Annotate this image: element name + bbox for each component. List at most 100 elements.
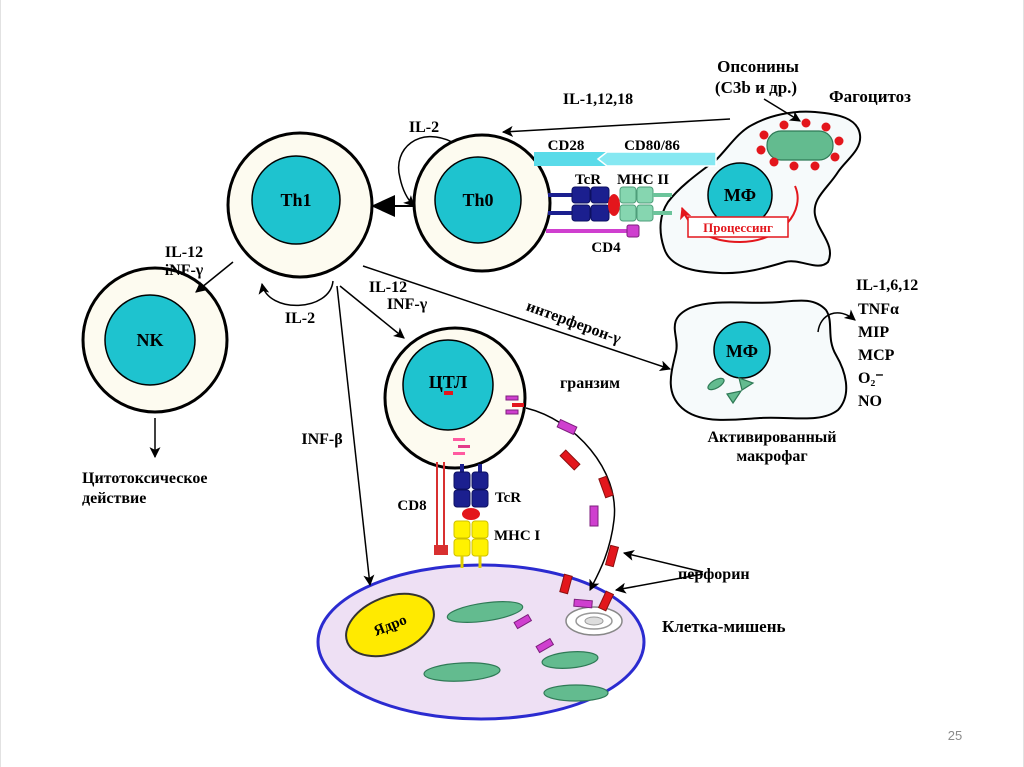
ctl-target-synapse	[434, 462, 489, 568]
arrow-th0-to-th1-head	[371, 195, 395, 217]
ctl-granule	[453, 438, 465, 441]
ctl-granule	[505, 409, 519, 415]
mhc1-block	[471, 520, 489, 539]
tcr-block	[471, 489, 489, 508]
granzyme-molecule	[573, 598, 593, 609]
secreted-product: O₂⁻	[858, 370, 884, 387]
opsonin-dot	[830, 152, 840, 162]
macrophage: МФ Процессинг	[659, 110, 862, 275]
th1-to-nk-il12-label: IL-12	[165, 244, 203, 261]
cd4-block	[626, 224, 640, 238]
activated-macrophage-title-1: Активированный	[708, 429, 837, 446]
opsonins-label: Опсонины	[717, 57, 799, 76]
mhc2-block	[636, 186, 654, 204]
opsonin-dot	[756, 145, 766, 155]
mhc2-block	[619, 204, 637, 222]
perforin-molecule	[604, 544, 620, 568]
loop-il2-th1	[258, 280, 334, 307]
opsonin-dot	[769, 157, 779, 167]
tcr-ctl-label: TcR	[495, 490, 521, 506]
curve-ctl-to-target	[525, 407, 616, 591]
secreted-product: MCP	[858, 347, 895, 364]
cd4-label: CD4	[591, 240, 621, 256]
opsonin-dot	[810, 161, 820, 171]
mhc-ii-label: MHC II	[617, 172, 669, 188]
macrophage-label: МФ	[724, 185, 756, 205]
ctl-granule	[458, 445, 470, 448]
interferon-gamma-label: интерферон-γ	[524, 298, 624, 348]
perforin-molecule	[597, 590, 615, 612]
opsonized-bacterium	[766, 130, 834, 161]
secreted-product: TNFα	[858, 301, 899, 318]
perforin-molecule	[559, 573, 573, 595]
target-cell-label: Клетка-мишень	[662, 617, 786, 636]
inf-beta-label: INF-β	[301, 431, 342, 448]
mhc-i-label: MHC I	[494, 528, 540, 544]
ctl-granule	[512, 403, 524, 407]
organelle	[446, 601, 524, 623]
perforin-pore-ring	[575, 612, 613, 630]
th1-il2-label: IL-2	[285, 310, 315, 327]
mhc2-block	[619, 186, 637, 204]
cd8-block	[434, 545, 448, 555]
mhc2-block	[636, 204, 654, 222]
granzyme-molecule	[513, 613, 533, 630]
opsonin-dot	[789, 161, 799, 171]
secreted-product: NO	[858, 393, 882, 410]
secreted-product: MIP	[858, 324, 889, 341]
tcr-block	[471, 471, 489, 490]
antigen-peptide	[608, 194, 620, 216]
antigen-peptide	[462, 508, 480, 520]
ctl-label: ЦТЛ	[429, 372, 468, 392]
perforin-molecule	[598, 475, 614, 499]
th1-cell-nucleus	[251, 155, 341, 245]
cd28-label: CD28	[548, 138, 585, 154]
tcr-block	[571, 204, 591, 222]
tcr-block	[453, 489, 471, 508]
granzyme-molecule	[556, 418, 578, 436]
arrow-macrophage-to-th0	[501, 118, 731, 137]
tcr-block	[590, 186, 610, 204]
nk-cell: NK	[81, 266, 229, 414]
organelle	[543, 684, 609, 702]
granzyme-label: гранзим	[560, 375, 620, 392]
ctl-granule	[444, 391, 453, 395]
cd80-86-ligand	[596, 151, 717, 167]
arrow-th1-to-target-cell	[336, 285, 375, 587]
arrow-th1-to-ctl	[339, 285, 405, 339]
activated-macrophage-nucleus	[713, 321, 771, 379]
opsonin-dot	[759, 130, 769, 140]
th1-label: Th1	[280, 190, 311, 210]
target-cell: Ядро	[316, 563, 646, 721]
th0-label: Th0	[462, 190, 493, 210]
mhc1-block	[453, 538, 471, 557]
arrow-th1-to-nk	[195, 261, 234, 293]
mhc1-block	[471, 538, 489, 557]
mf-to-th0-cytokines-label: IL-1,12,18	[563, 91, 633, 108]
arrow-th1-to-activated-macrophage	[362, 265, 672, 372]
arrow-activated-macrophage-secretion	[817, 309, 856, 333]
arrow-perforin-label-2	[614, 573, 704, 594]
loop-il2-th0	[397, 136, 453, 207]
ctl-granule	[505, 395, 519, 401]
ctl-cell: ЦТЛ	[383, 326, 527, 470]
opsonin-dot	[801, 118, 811, 128]
nk-cell-nucleus	[104, 294, 196, 386]
granzyme-molecule	[589, 505, 599, 527]
tcr-block	[571, 186, 591, 204]
opsonin-dot	[834, 136, 844, 146]
page-number: 25	[948, 728, 962, 743]
cytotoxic-effect-label-2: действие	[82, 490, 146, 507]
arrow-opsonins-to-bacterium	[763, 98, 801, 122]
cytotoxic-molecules	[513, 418, 620, 654]
activated-macrophage-label: МФ	[726, 341, 758, 361]
th1-to-ctl-inf-label: INF-γ	[387, 296, 428, 313]
tcr-th0-label: TcR	[575, 172, 601, 188]
cytotoxic-effect-label-1: Цитотоксическое	[82, 470, 207, 487]
ctl-cell-nucleus	[402, 339, 494, 431]
phagocytosis-label: Фагоцитоз	[829, 87, 911, 106]
th1-cell: Th1	[226, 131, 374, 279]
mhc1-block	[453, 520, 471, 539]
activated-macrophage-title-2: макрофаг	[736, 448, 807, 465]
